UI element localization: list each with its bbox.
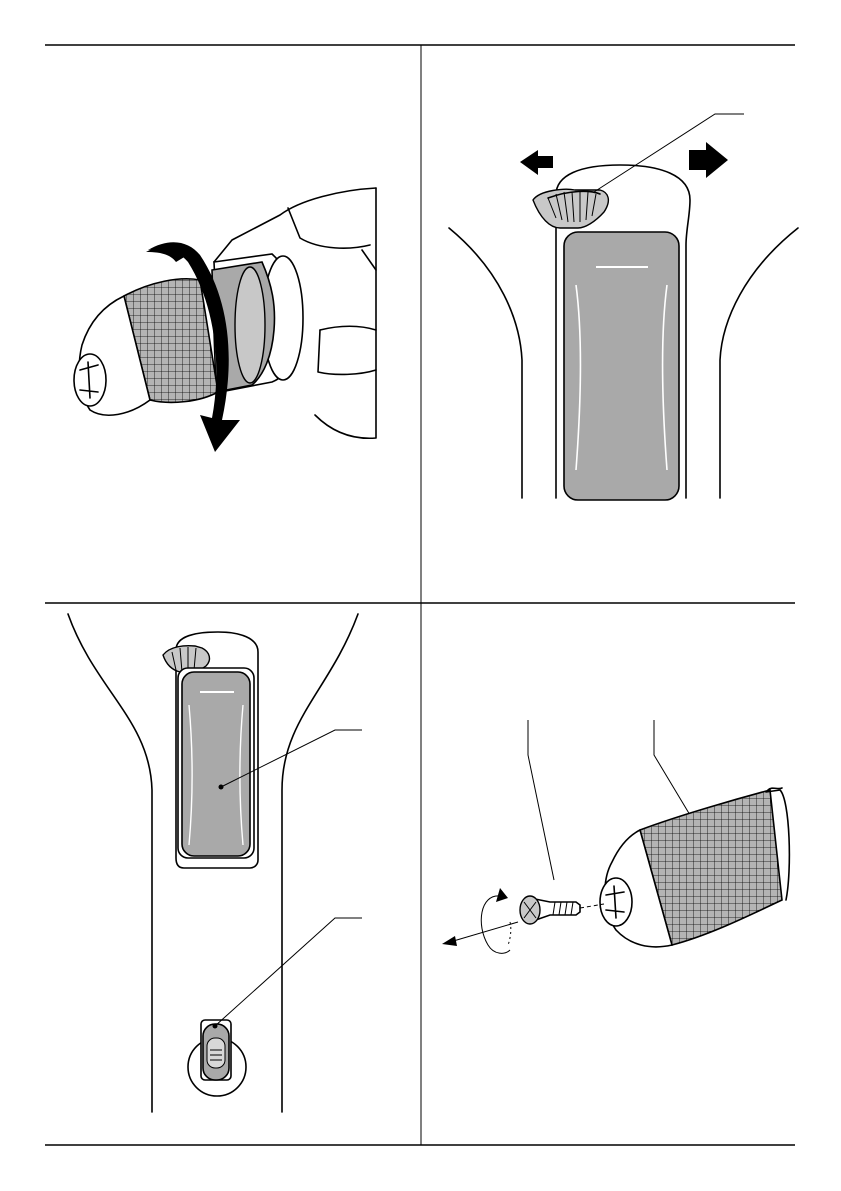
panel-2-forward-reverse-switch: [449, 114, 798, 500]
panel-1-chuck-rotation: [74, 188, 376, 452]
panel-4-screw-removal: [442, 720, 789, 953]
panel-3-handle: [68, 614, 362, 1112]
panel-frame: [45, 45, 795, 1145]
